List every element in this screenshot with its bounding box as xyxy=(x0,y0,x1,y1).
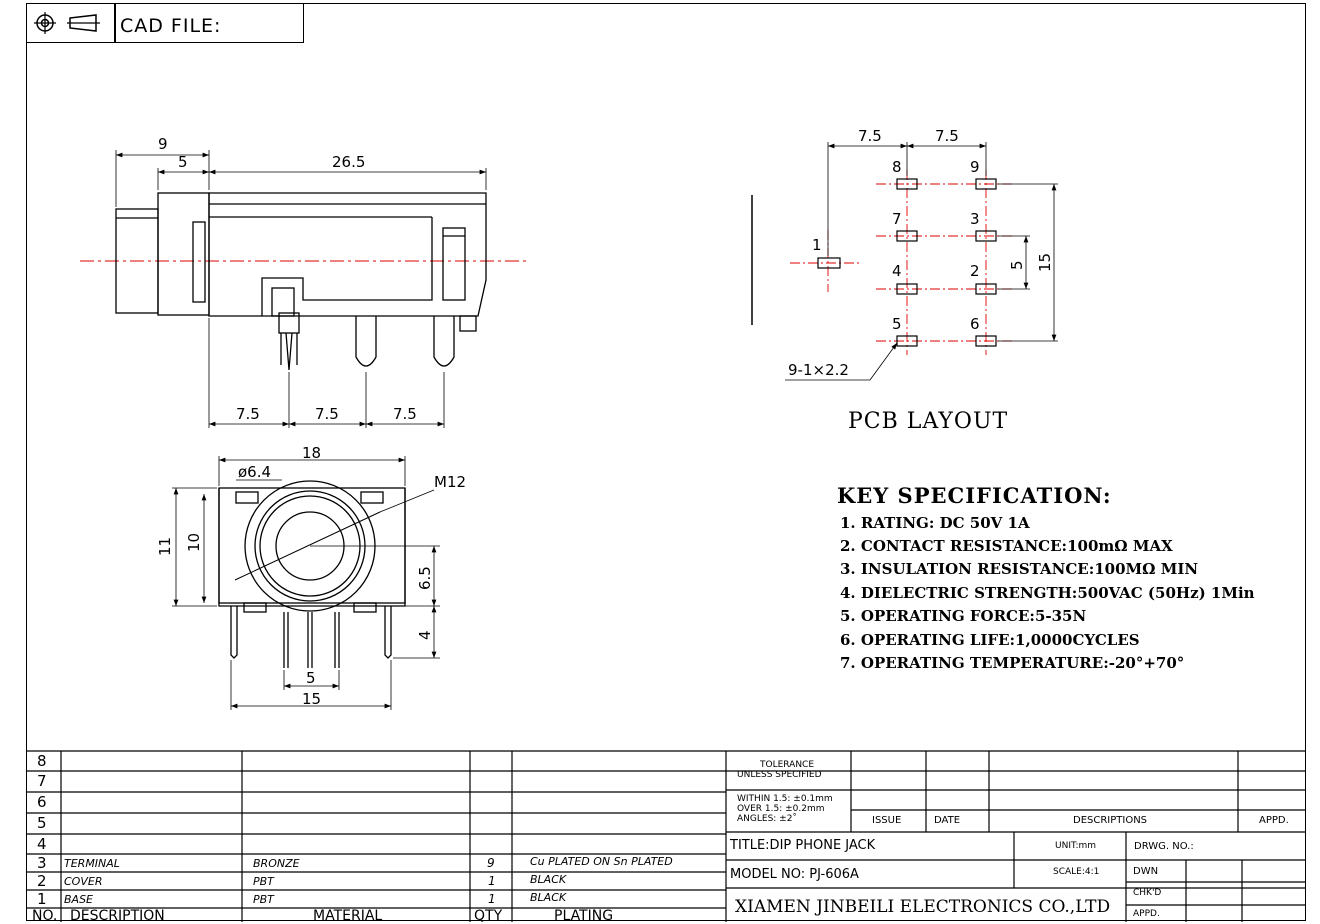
bom-header-plating: PLATING xyxy=(554,908,614,924)
bom-plating: BLACK xyxy=(530,873,567,886)
dim-5: 5 xyxy=(178,153,188,171)
spec-item-2: 2. CONTACT RESISTANCE:100mΩ MAX xyxy=(840,537,1173,555)
tolerance-angles: ANGLES: ±2˚ xyxy=(737,814,797,824)
bom-header-description: DESCRIPTION xyxy=(70,908,165,924)
pad-7-label: 7 xyxy=(892,210,902,228)
bom-row-no: 3 xyxy=(37,854,47,872)
bom-row-no: 2 xyxy=(37,872,47,890)
spec-item-5: 5. OPERATING FORCE:5-35N xyxy=(840,607,1086,625)
tolerance-label: TOLERANCE xyxy=(760,760,815,770)
dim-bore: ø6.4 xyxy=(238,463,271,481)
spec-item-7: 7. OPERATING TEMPERATURE:-20°+70° xyxy=(840,654,1184,672)
bom-header-no: NO. xyxy=(32,908,58,924)
dim-9: 9 xyxy=(158,135,168,153)
pad-8-label: 8 xyxy=(892,158,902,176)
bom-row-no: 5 xyxy=(37,814,47,832)
bom-header-qty: QTY xyxy=(474,908,503,924)
drawing-title: TITLE:DIP PHONE JACK xyxy=(730,838,876,853)
bom-material: BRONZE xyxy=(253,857,300,870)
pcb-dim-5: 5 xyxy=(1008,260,1026,270)
pad-5-label: 5 xyxy=(892,315,902,333)
date-header: DATE xyxy=(934,815,961,826)
dim-4: 4 xyxy=(416,630,434,640)
spec-item-1: 1. RATING: DC 50V 1A xyxy=(840,514,1030,532)
dim-26-5: 26.5 xyxy=(332,153,365,171)
spec-item-3: 3. INSULATION RESISTANCE:100MΩ MIN xyxy=(840,560,1198,578)
bom-qty: 9 xyxy=(487,856,495,870)
pcb-pad-labels: 1 2 3 4 5 6 7 8 9 xyxy=(812,158,980,333)
bom-header-material: MATERIAL xyxy=(313,908,383,924)
unit-label: UNIT:mm xyxy=(1055,841,1097,851)
appd-label: APPD. xyxy=(1133,909,1160,919)
dim-15-span: 15 xyxy=(302,690,321,708)
dim-18: 18 xyxy=(302,444,321,462)
pad-6-label: 6 xyxy=(970,315,980,333)
cad-file-box: CAD FILE: xyxy=(26,3,304,43)
pad-9-label: 9 xyxy=(970,158,980,176)
bom-desc: COVER xyxy=(64,875,103,888)
side-view xyxy=(80,150,530,428)
drwg-no-label: DRWG. NO.: xyxy=(1134,841,1194,852)
dim-11: 11 xyxy=(156,537,174,556)
chkd-label: CHK'D xyxy=(1133,888,1162,898)
company-name: XIAMEN JINBEILI ELECTRONICS CO.,LTD xyxy=(735,897,1111,917)
bom-qty: 1 xyxy=(488,874,496,888)
issue-header: ISSUE xyxy=(872,815,902,826)
bom-row-no: 7 xyxy=(37,772,47,790)
tolerance-within: WITHIN 1.5: ±0.1mm xyxy=(737,794,833,804)
dim-pitch-2: 7.5 xyxy=(315,405,339,423)
pcb-hole-note: 9-1×2.2 xyxy=(788,361,849,379)
pad-2-label: 2 xyxy=(970,262,980,280)
dim-pitch-3: 7.5 xyxy=(393,405,417,423)
appd-header: APPD. xyxy=(1259,815,1289,826)
pad-1-label: 1 xyxy=(812,236,822,254)
dim-thread: M12 xyxy=(434,473,466,491)
front-view xyxy=(172,456,440,710)
pcb-dim-15: 15 xyxy=(1036,253,1054,272)
bom-material: PBT xyxy=(253,875,274,888)
descriptions-header: DESCRIPTIONS xyxy=(1073,815,1148,826)
dwn-label: DWN xyxy=(1133,866,1159,877)
pcb-pitch-a: 7.5 xyxy=(858,127,882,145)
dim-6-5: 6.5 xyxy=(416,566,434,590)
dim-pitch-1: 7.5 xyxy=(236,405,260,423)
pad-3-label: 3 xyxy=(970,210,980,228)
pad-4-label: 4 xyxy=(892,262,902,280)
bom-plating: Cu PLATED ON Sn PLATED xyxy=(530,855,673,868)
bom-row-no: 4 xyxy=(37,835,47,853)
pcb-layout xyxy=(751,142,1058,381)
pcb-pitch-b: 7.5 xyxy=(935,127,959,145)
spec-item-6: 6. OPERATING LIFE:1,0000CYCLES xyxy=(840,631,1140,649)
scale-label: SCALE:4:1 xyxy=(1053,867,1100,877)
cad-file-label: CAD FILE: xyxy=(120,15,222,37)
spec-item-4: 4. DIELECTRIC STRENGTH:500VAC (50Hz) 1Mi… xyxy=(840,584,1255,602)
bom-row-no: 8 xyxy=(37,752,47,770)
drawing-sheet xyxy=(26,3,1306,921)
bom-row-no: 1 xyxy=(37,890,47,908)
bom-desc: TERMINAL xyxy=(64,857,120,870)
cad-divider xyxy=(114,3,116,43)
dim-5-pitch: 5 xyxy=(306,669,316,687)
drawing-canvas: 9 5 26.5 7.5 7.5 7.5 xyxy=(80,127,1255,710)
bom-desc: BASE xyxy=(64,893,94,906)
bom-material: PBT xyxy=(253,893,274,906)
tolerance-sub: UNLESS SPECIFIED xyxy=(737,770,822,780)
model-number: MODEL NO: PJ-606A xyxy=(730,867,859,882)
spec-title: KEY SPECIFICATION: xyxy=(837,483,1112,508)
pcb-layout-title: PCB LAYOUT xyxy=(848,409,1008,434)
first-angle-projection-icon xyxy=(34,12,100,34)
bom-plating: BLACK xyxy=(530,891,567,904)
bom-row-no: 6 xyxy=(37,793,47,811)
dim-10: 10 xyxy=(185,533,203,552)
tolerance-over: OVER 1.5: ±0.2mm xyxy=(737,804,825,814)
bom-qty: 1 xyxy=(488,892,496,906)
